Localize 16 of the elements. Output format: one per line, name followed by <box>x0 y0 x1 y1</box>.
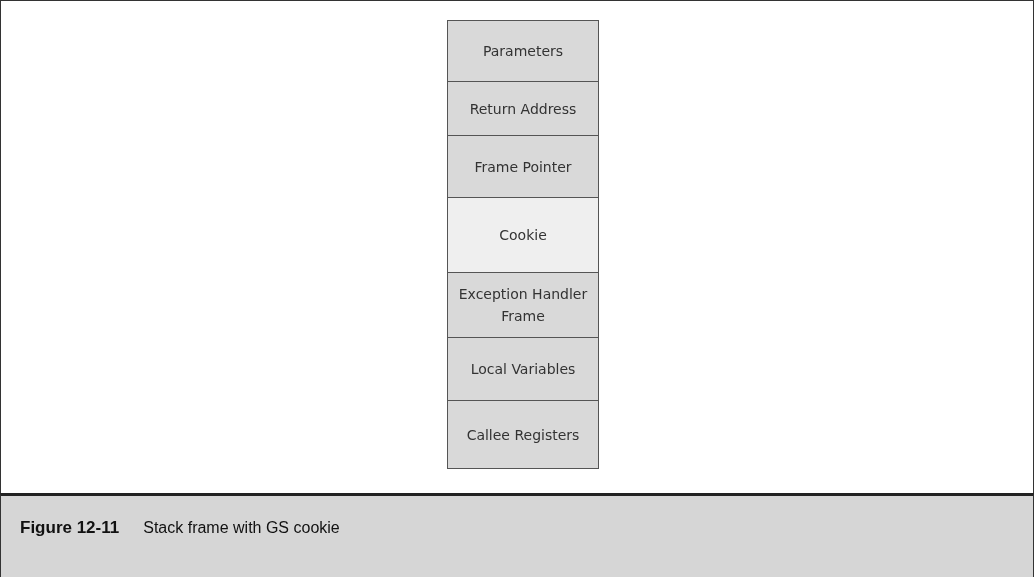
stack-slot <box>447 400 599 469</box>
figure-caption: Stack frame with GS cookie <box>143 518 340 538</box>
slot-label: Callee Registers <box>466 425 580 445</box>
slot-label: Frame Pointer <box>474 157 572 177</box>
stack-slot <box>447 81 599 136</box>
slot-label: Local Variables <box>470 360 576 379</box>
slot-label: Cookie <box>499 226 547 245</box>
slot-label: Exception Handler Frame <box>457 285 589 326</box>
stack-slot <box>447 272 599 338</box>
stack-slot <box>447 197 599 273</box>
slot-label: Return Address <box>469 99 577 119</box>
stack-slot <box>447 135 599 198</box>
figure-number: Figure 12-11 <box>20 517 120 539</box>
slot-label: Parameters <box>482 42 564 61</box>
stack-slot <box>447 20 599 82</box>
stack-slot <box>447 337 599 401</box>
